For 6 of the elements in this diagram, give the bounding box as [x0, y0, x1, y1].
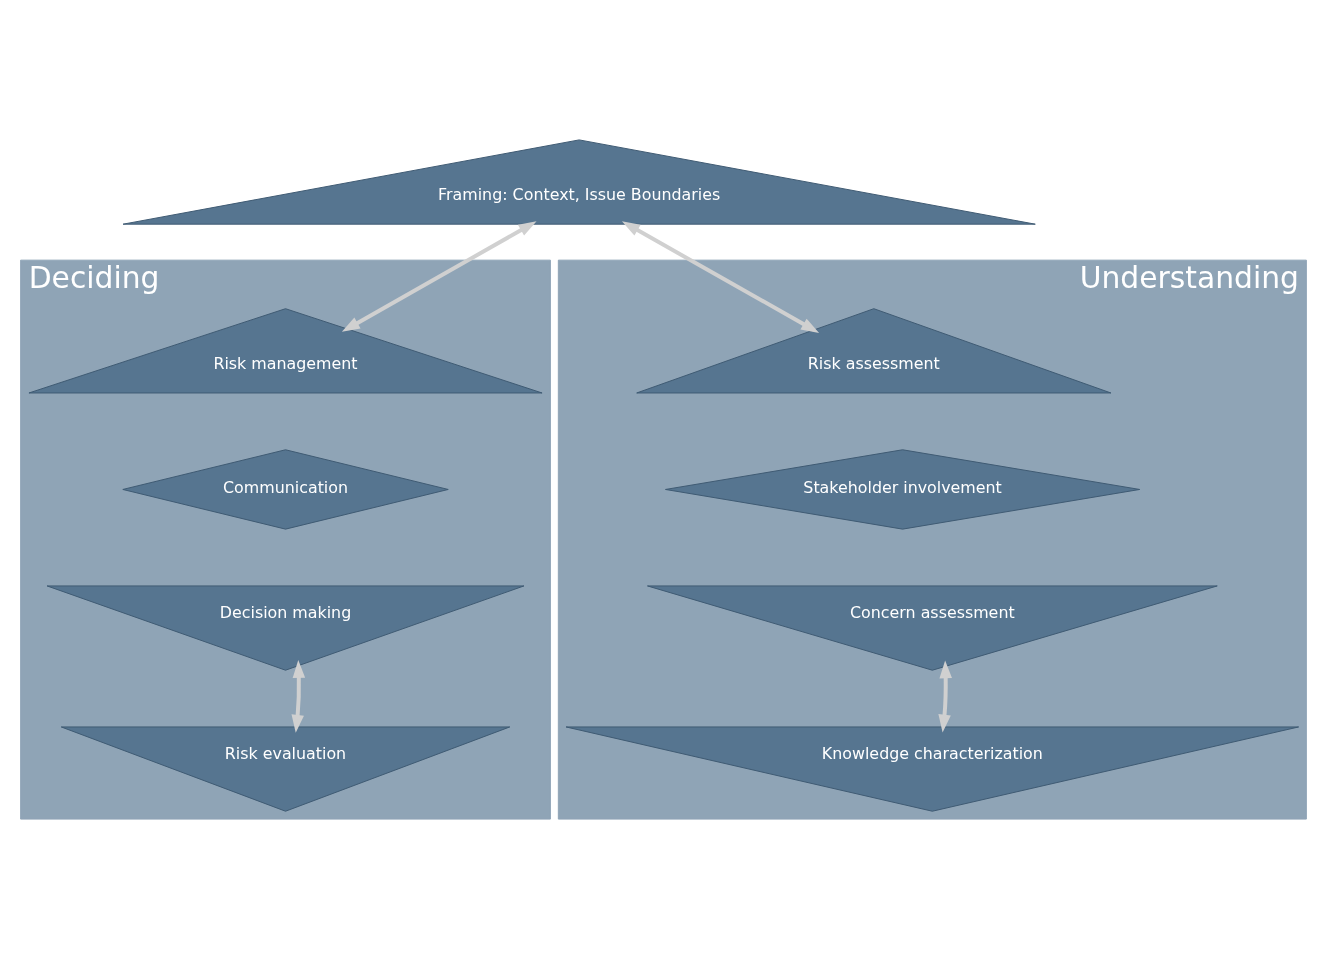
arrow — [621, 221, 820, 333]
node-diamond: Communication — [122, 449, 449, 530]
arrow — [938, 660, 952, 733]
arrow — [341, 221, 537, 332]
arrow — [291, 660, 306, 733]
node-diamond: Stakeholder involvement — [665, 449, 1141, 530]
